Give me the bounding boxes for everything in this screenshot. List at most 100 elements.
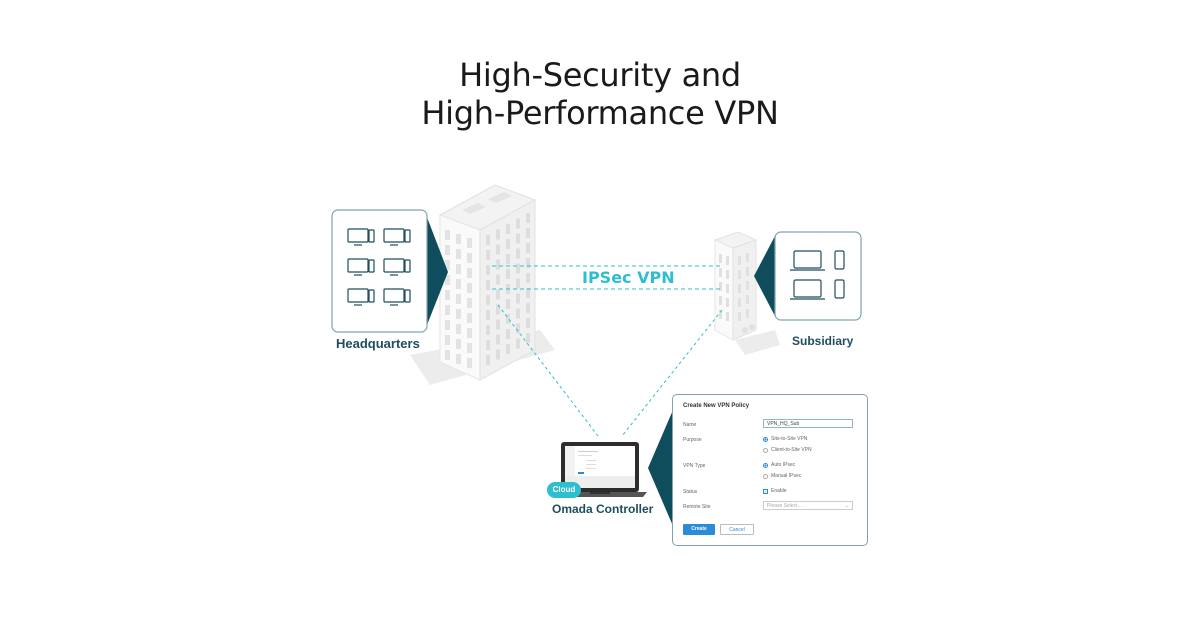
window	[496, 259, 500, 270]
window	[467, 358, 472, 368]
purpose-label: Purpose	[683, 437, 702, 443]
window	[746, 267, 749, 276]
window	[738, 298, 741, 307]
dialog-pointer	[648, 410, 673, 526]
radio-selected-icon[interactable]	[763, 436, 768, 442]
window	[456, 249, 461, 259]
window	[506, 269, 510, 279]
window	[486, 355, 490, 365]
hq-devices-card	[331, 209, 448, 333]
title-line-2: High-Performance VPN	[421, 94, 779, 132]
controller-label: Omada Controller	[552, 502, 654, 516]
window	[445, 335, 450, 345]
headquarters-label: Headquarters	[336, 336, 420, 351]
window	[516, 338, 520, 349]
status-enable-checkbox[interactable]: ✓ Enable	[763, 488, 787, 494]
window	[496, 229, 500, 240]
window	[526, 303, 530, 313]
window	[516, 323, 520, 334]
purpose-site-to-site-option[interactable]: Site-to-Site VPN	[763, 436, 807, 442]
window	[526, 228, 530, 238]
create-button[interactable]: Create	[683, 524, 715, 535]
purpose-client-to-site-option[interactable]: Client-to-Site VPN	[763, 447, 812, 453]
window	[526, 333, 530, 343]
window	[526, 318, 530, 328]
create-vpn-policy-dialog: Create New VPN Policy Name VPN_HQ_Sub Pu…	[672, 394, 868, 546]
window	[496, 319, 500, 330]
name-input[interactable]: VPN_HQ_Sub	[763, 419, 853, 428]
desktop-icon	[347, 258, 375, 276]
title-line-1: High-Security and	[459, 56, 741, 94]
controller-laptop	[553, 442, 647, 497]
window	[456, 279, 461, 289]
window	[496, 304, 500, 315]
window	[445, 245, 450, 255]
laptop-icon	[790, 250, 825, 271]
desktop-icon	[347, 288, 375, 306]
cloud-badge: Cloud	[547, 482, 581, 498]
status-label: Status	[683, 489, 698, 495]
ipsec-vpn-label: IPSec VPN	[582, 268, 675, 287]
window	[496, 334, 500, 345]
window	[738, 270, 741, 279]
vpn-type-label: VPN Type	[683, 463, 706, 469]
headquarters-building	[438, 184, 537, 381]
window	[516, 278, 520, 289]
window	[486, 250, 490, 260]
window	[467, 343, 472, 353]
window	[445, 320, 450, 330]
window	[719, 310, 722, 319]
window	[516, 233, 520, 244]
cancel-button[interactable]: Cancel	[720, 524, 754, 535]
dialog-title: Create New VPN Policy	[683, 403, 750, 409]
window	[467, 313, 472, 323]
window	[467, 268, 472, 278]
radio-selected-icon[interactable]	[763, 462, 768, 468]
window	[506, 254, 510, 264]
page-title: High-Security and High-Performance VPN	[0, 56, 1200, 132]
window	[516, 263, 520, 274]
hq-controller-link	[497, 304, 599, 437]
vpn-type-auto-option[interactable]: Auto IPsec	[763, 462, 795, 468]
sub-shadow	[735, 330, 780, 355]
window	[746, 253, 749, 262]
window	[746, 281, 749, 290]
window	[486, 235, 490, 245]
window	[456, 324, 461, 334]
laptop-icon	[790, 279, 825, 300]
window	[726, 284, 729, 293]
sub-controller-link	[621, 309, 723, 437]
desktop-icon	[383, 228, 411, 246]
window	[456, 354, 461, 364]
subsidiary-building	[713, 231, 758, 341]
window	[486, 295, 490, 305]
window	[526, 258, 530, 268]
radio-icon[interactable]	[763, 447, 768, 453]
chevron-down-icon: ⌄	[844, 503, 849, 509]
window	[486, 340, 490, 350]
window	[719, 268, 722, 277]
window	[486, 325, 490, 335]
remote-site-select[interactable]: Please Select... ⌄	[763, 501, 853, 510]
window	[445, 275, 450, 285]
window	[746, 309, 749, 318]
window	[467, 298, 472, 308]
window	[467, 253, 472, 263]
checkbox-checked-icon[interactable]: ✓	[763, 488, 768, 494]
window	[526, 288, 530, 298]
window	[516, 248, 520, 259]
window	[456, 234, 461, 244]
window	[456, 309, 461, 319]
window	[496, 349, 500, 360]
window	[726, 256, 729, 265]
window	[496, 289, 500, 300]
window	[506, 299, 510, 309]
remote-site-label: Remote Site	[683, 504, 711, 510]
window	[445, 290, 450, 300]
window	[738, 256, 741, 265]
radio-icon[interactable]	[763, 473, 768, 479]
vpn-type-manual-option[interactable]: Manual IPsec	[763, 473, 801, 479]
window	[526, 243, 530, 253]
window	[467, 283, 472, 293]
window	[445, 350, 450, 360]
